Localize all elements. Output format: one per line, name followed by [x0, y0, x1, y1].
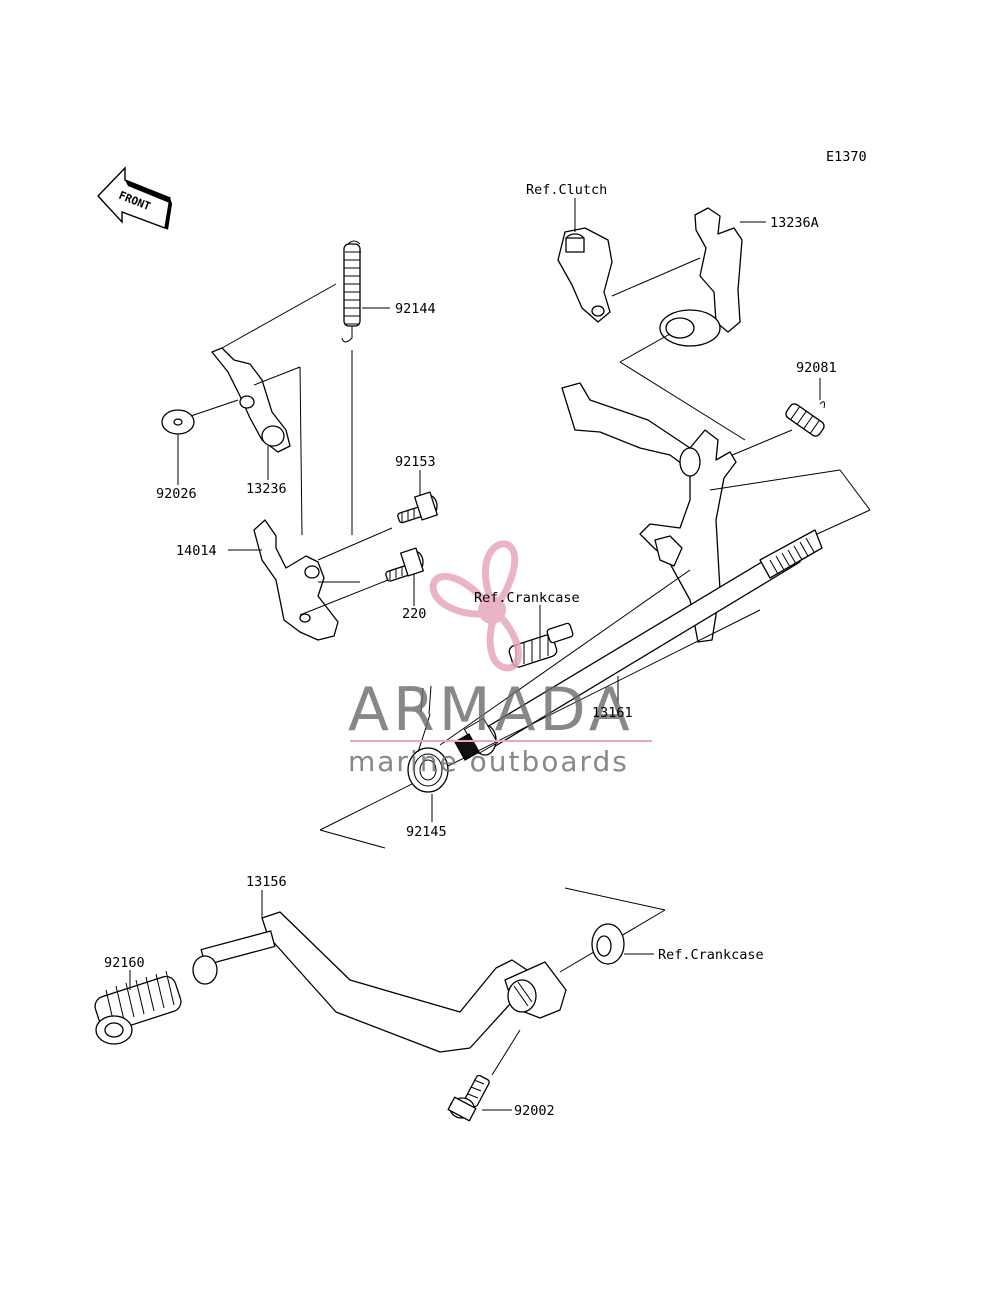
label-14014: 14014 — [176, 543, 217, 559]
label-13156: 13156 — [246, 874, 287, 890]
propeller-icon — [429, 540, 522, 672]
spring-92081 — [785, 401, 825, 437]
spring-92145 — [407, 685, 449, 793]
spring-92144 — [341, 240, 361, 343]
watermark-tagline: marine outboards — [348, 745, 629, 778]
diagram-code: E1370 — [826, 149, 867, 165]
label-92026: 92026 — [156, 486, 197, 502]
front-arrow-icon: FRONT — [97, 166, 172, 230]
label-13236A: 13236A — [770, 215, 819, 231]
label-92160: 92160 — [104, 955, 145, 971]
label-220: 220 — [402, 606, 426, 622]
label-13161: 13161 — [592, 705, 633, 721]
label-ref-clutch: Ref.Clutch — [526, 182, 607, 198]
label-92153: 92153 — [395, 454, 436, 470]
pedal-rubber-92160 — [94, 970, 182, 1045]
watermark-brand: ARMADA — [348, 675, 634, 745]
label-92081: 92081 — [796, 360, 837, 376]
bolt-220 — [385, 547, 424, 582]
washer-ref-crankcase — [591, 923, 625, 965]
clutch-lever-part — [557, 227, 613, 323]
label-92002: 92002 — [514, 1103, 555, 1119]
bolt-92002 — [447, 1074, 490, 1122]
label-ref-crankcase-top: Ref.Crankcase — [474, 590, 580, 606]
armada-logo — [429, 540, 522, 672]
bolt-92153 — [397, 491, 438, 524]
label-92145: 92145 — [406, 824, 447, 840]
shift-pedal-13156 — [192, 911, 567, 1053]
part-13236A — [659, 207, 743, 347]
label-92144: 92144 — [395, 301, 436, 317]
label-ref-crankcase-bottom: Ref.Crankcase — [658, 947, 764, 963]
part-14014 — [253, 519, 339, 641]
shift-drum-lever — [561, 382, 737, 643]
part-13236 — [211, 347, 291, 453]
label-13236: 13236 — [246, 481, 287, 497]
washer-92026 — [161, 409, 195, 435]
